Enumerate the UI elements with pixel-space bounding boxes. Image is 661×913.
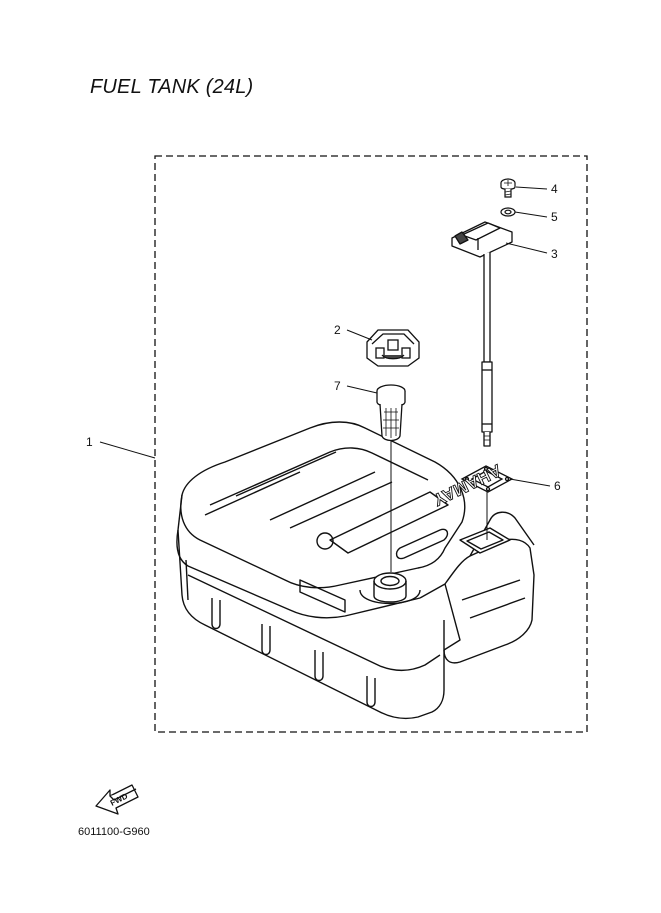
gasket: [460, 465, 514, 493]
assembly-boundary: [154, 155, 588, 733]
washer: [500, 207, 516, 217]
filler-cap: [366, 329, 420, 367]
callout-3: 3: [551, 247, 558, 261]
diagram-title: FUEL TANK (24L): [90, 76, 254, 98]
callout-4: 4: [551, 182, 558, 196]
callout-1: 1: [86, 435, 93, 449]
callout-5: 5: [551, 210, 558, 224]
callout-6: 6: [554, 479, 561, 493]
screw: [500, 178, 516, 198]
fuel-gauge: [451, 221, 513, 447]
filler-strainer: [376, 384, 406, 442]
callout-leaders: [99, 186, 551, 487]
fuel-tank: [176, 421, 535, 720]
fwd-arrow-icon: [95, 784, 139, 815]
callout-2: 2: [334, 323, 341, 337]
callout-7: 7: [334, 379, 341, 393]
part-code: 6011100-G960: [78, 826, 150, 838]
